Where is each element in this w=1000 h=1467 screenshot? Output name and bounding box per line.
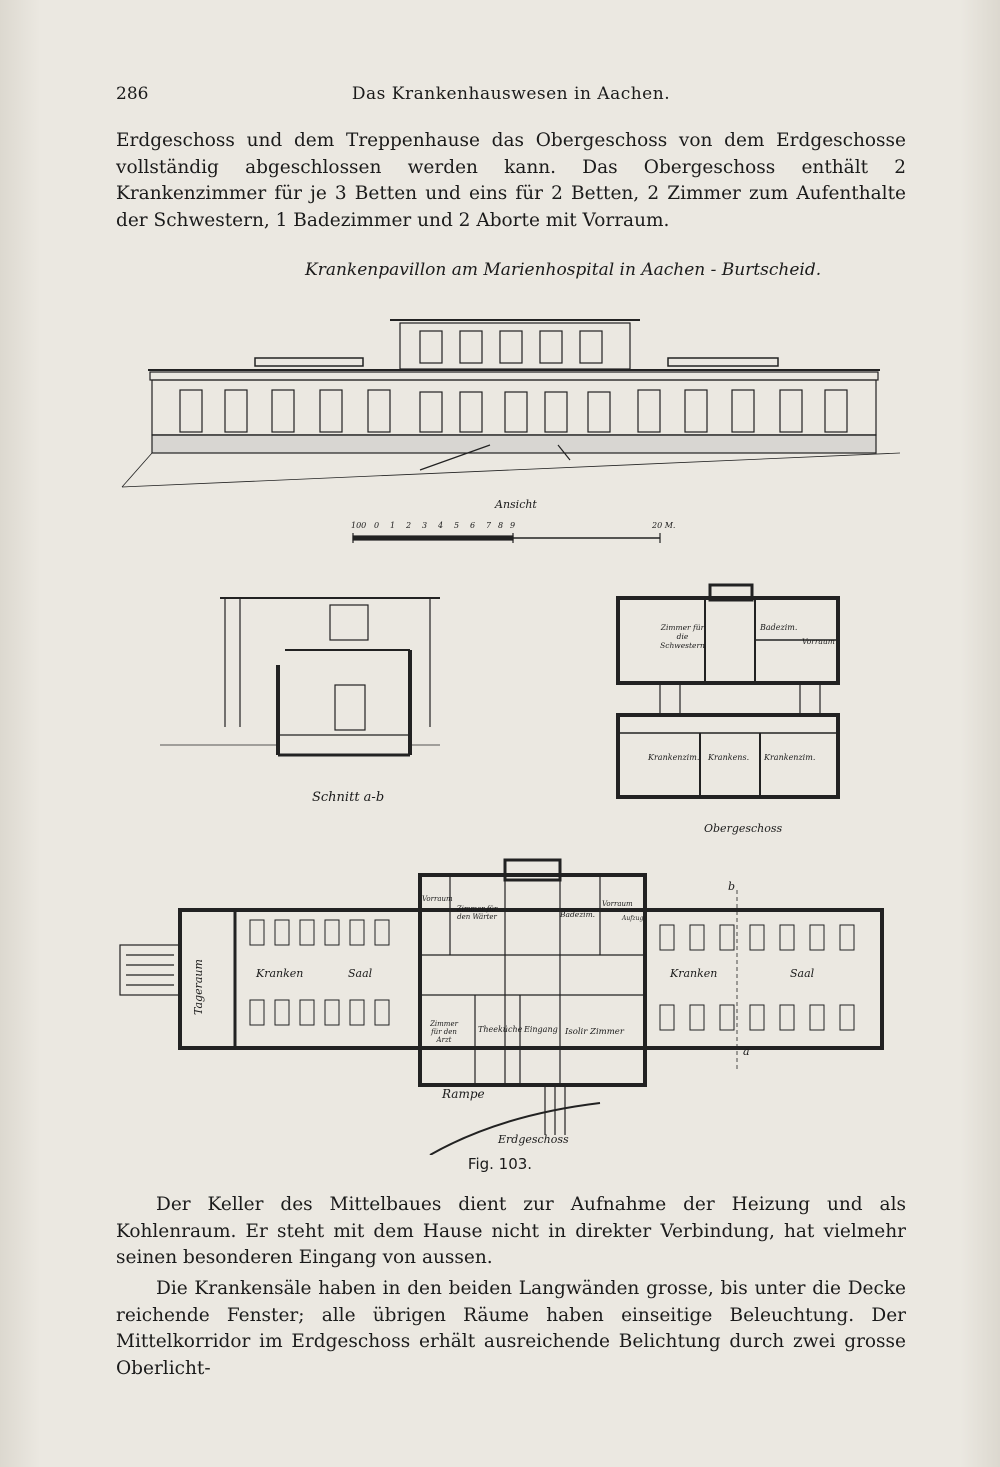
- architectural-drawing: [119, 319, 901, 1155]
- room-label: Krankenzim.: [648, 753, 700, 762]
- scale-tick: 6: [470, 521, 476, 530]
- body-paragraph: Der Keller des Mittelbaues dient zur Auf…: [116, 1194, 906, 1268]
- body-paragraph: Die Krankensäle haben in den beiden Lang…: [116, 1278, 906, 1379]
- room-label: Vorraum: [602, 900, 633, 908]
- room-label: Tageraum: [192, 959, 205, 1015]
- room-label: Badezim.: [760, 623, 798, 632]
- room-label: Vorraum: [422, 895, 453, 903]
- page-header: 286 Das Krankenhauswesen in Aachen.: [116, 84, 906, 110]
- room-label: Zimmer für den Arzt: [430, 1020, 458, 1044]
- figure-caption: Fig. 103.: [467, 1155, 533, 1173]
- room-label: Kranken: [256, 967, 304, 980]
- scale-tick: 3: [422, 521, 428, 530]
- scale-tick: 1: [390, 521, 396, 530]
- intro-paragraph: Erdgeschoss und dem Treppenhause das Obe…: [116, 130, 906, 231]
- section-marker: a: [743, 1045, 750, 1058]
- room-label: Badezim.: [560, 910, 596, 919]
- page-number: 286: [116, 84, 149, 104]
- room-label: Saal: [348, 967, 373, 980]
- room-label: Zimmer für die Schwestern: [660, 623, 705, 650]
- scale-tick: 7: [486, 521, 492, 530]
- room-label: Theeküche: [478, 1025, 523, 1034]
- room-label: Krankens.: [708, 753, 750, 762]
- room-label: Vorraum: [802, 637, 835, 646]
- scale-bar: [352, 533, 661, 543]
- scale-tick: 4: [438, 521, 444, 530]
- room-label: Krankenzim.: [764, 753, 816, 762]
- room-label: Kranken: [670, 967, 718, 980]
- scale-tick: 0: [374, 521, 380, 530]
- room-label: Zimmer für den Wärter: [456, 905, 498, 921]
- upper-floor-label: Obergeschoss: [704, 822, 783, 835]
- scale-tick: 8: [498, 521, 504, 530]
- elevation-drawing: [121, 319, 901, 488]
- section-marker: b: [728, 880, 736, 893]
- scale-tick: 9: [510, 521, 516, 530]
- room-label: Aufzug: [622, 915, 644, 922]
- running-title: Das Krankenhauswesen in Aachen.: [351, 84, 671, 104]
- room-label: Isolir Zimmer: [565, 1027, 624, 1037]
- ground-floor-plan: [119, 858, 884, 1155]
- section-label: Schnitt a-b: [312, 790, 385, 805]
- room-label: Eingang: [524, 1025, 558, 1034]
- scale-tick: 20 M.: [652, 521, 676, 530]
- ground-floor-label: Erdgeschoss: [498, 1133, 569, 1146]
- figure-103: Krankenpavillon am Marienhospital in Aac…: [100, 255, 920, 1155]
- figure-title: Krankenpavillon am Marienhospital in Aac…: [305, 260, 822, 280]
- ramp-label: Rampe: [442, 1087, 485, 1101]
- scale-tick: 100: [351, 521, 367, 530]
- upper-floor-plan: [616, 583, 840, 799]
- section-drawing: [160, 597, 440, 757]
- scale-tick: 5: [454, 521, 460, 530]
- scale-tick: 2: [406, 521, 412, 530]
- elevation-label: Ansicht: [495, 498, 537, 511]
- room-label: Saal: [790, 967, 815, 980]
